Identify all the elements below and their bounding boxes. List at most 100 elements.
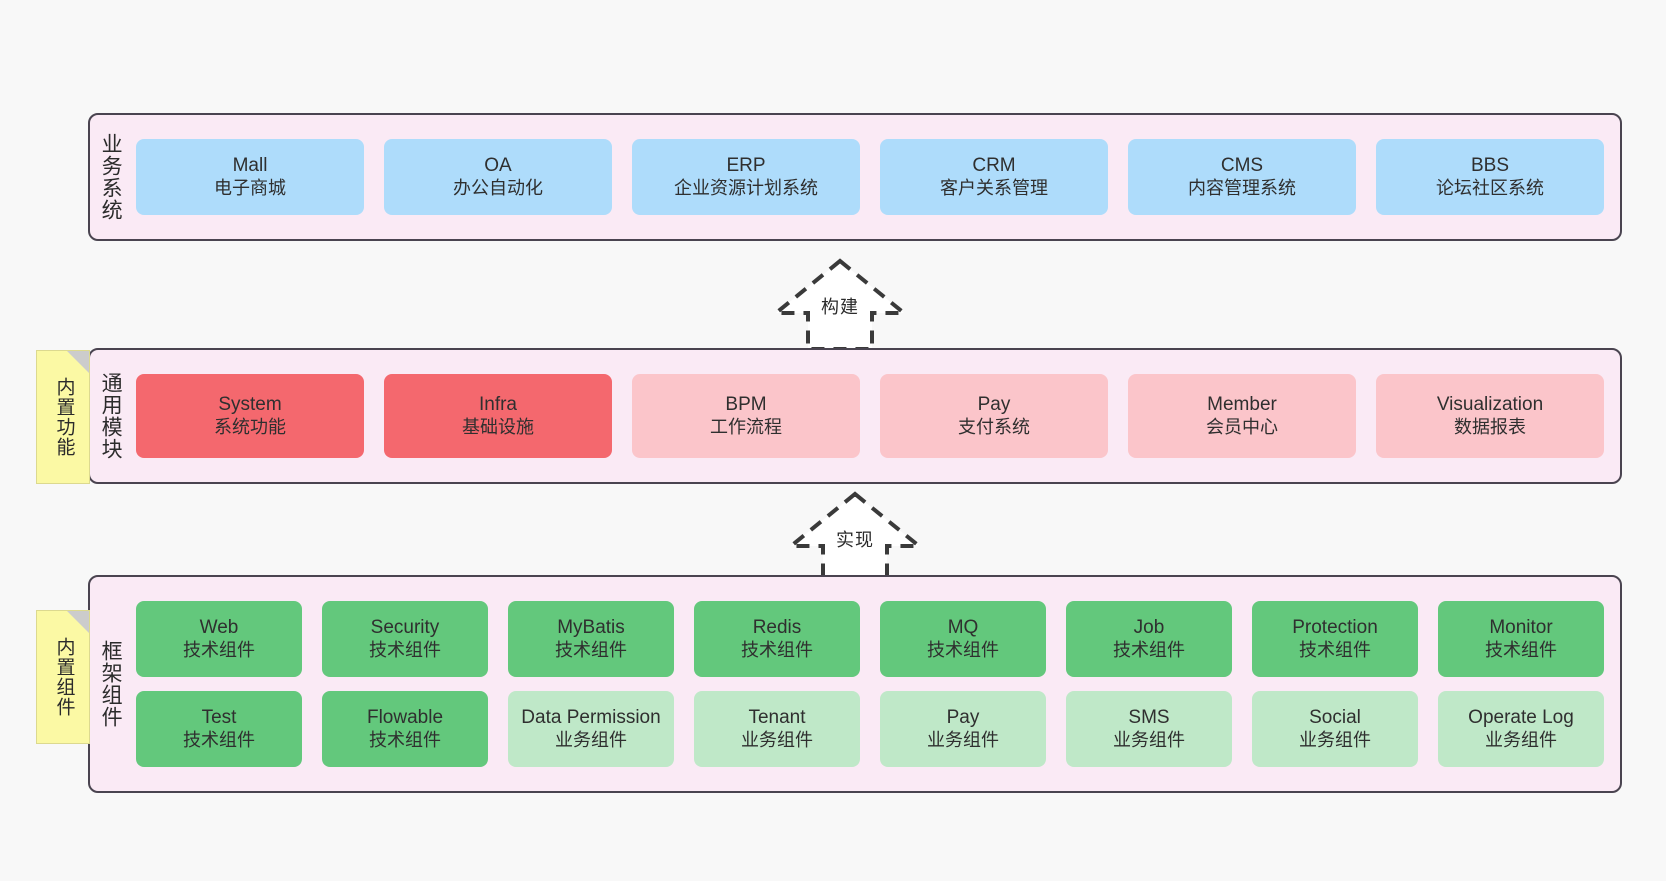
card-title-cn: 业务组件 <box>1299 729 1371 750</box>
card-title-cn: 技术组件 <box>369 729 441 750</box>
card-title-en: ERP <box>726 155 766 177</box>
card-pay[interactable]: Pay 支付系统 <box>880 374 1108 458</box>
card-title-cn: 业务组件 <box>927 729 999 750</box>
card-pay-biz[interactable]: Pay 业务组件 <box>880 691 1046 767</box>
card-title-cn: 内容管理系统 <box>1188 177 1296 198</box>
card-visualization[interactable]: Visualization 数据报表 <box>1376 374 1604 458</box>
card-oa[interactable]: OA 办公自动化 <box>384 139 612 215</box>
card-title-en: Pay <box>977 394 1011 416</box>
card-title-cn: 技术组件 <box>741 639 813 660</box>
arrow-implement-shape <box>785 491 925 584</box>
card-title-cn: 技术组件 <box>183 729 255 750</box>
card-title-cn: 支付系统 <box>958 416 1030 437</box>
card-title-cn: 电子商城 <box>214 177 286 198</box>
card-title-cn: 技术组件 <box>1299 639 1371 660</box>
card-mybatis[interactable]: MyBatis 技术组件 <box>508 601 674 677</box>
layer-body-business-systems: Mall 电子商城 OA 办公自动化 ERP 企业资源计划系统 CRM 客户关系… <box>130 115 1620 239</box>
card-title-cn: 办公自动化 <box>453 177 543 198</box>
card-title-cn: 企业资源计划系统 <box>674 177 818 198</box>
card-title-cn: 技术组件 <box>927 639 999 660</box>
card-job[interactable]: Job 技术组件 <box>1066 601 1232 677</box>
card-bpm[interactable]: BPM 工作流程 <box>632 374 860 458</box>
card-title-cn: 技术组件 <box>183 639 255 660</box>
card-title-cn: 基础设施 <box>462 416 534 437</box>
card-flowable[interactable]: Flowable 技术组件 <box>322 691 488 767</box>
card-system[interactable]: System 系统功能 <box>136 374 364 458</box>
card-mq[interactable]: MQ 技术组件 <box>880 601 1046 677</box>
card-title-cn: 技术组件 <box>1113 639 1185 660</box>
layer-title-framework-components: 框架组件 <box>99 640 123 728</box>
card-bbs[interactable]: BBS 论坛社区系统 <box>1376 139 1604 215</box>
card-operate-log[interactable]: Operate Log 业务组件 <box>1438 691 1604 767</box>
card-test[interactable]: Test 技术组件 <box>136 691 302 767</box>
card-title-cn: 系统功能 <box>214 416 286 437</box>
card-title-en: Infra <box>478 394 518 416</box>
card-row: Mall 电子商城 OA 办公自动化 ERP 企业资源计划系统 CRM 客户关系… <box>136 139 1604 215</box>
card-title-cn: 业务组件 <box>741 729 813 750</box>
card-erp[interactable]: ERP 企业资源计划系统 <box>632 139 860 215</box>
card-crm[interactable]: CRM 客户关系管理 <box>880 139 1108 215</box>
card-title-cn: 论坛社区系统 <box>1436 177 1544 198</box>
card-title-en: CRM <box>972 155 1016 177</box>
card-protection[interactable]: Protection 技术组件 <box>1252 601 1418 677</box>
arrow-implement: 实现 <box>775 488 935 584</box>
card-row: System 系统功能 Infra 基础设施 BPM 工作流程 Pay 支付系统… <box>136 374 1604 458</box>
card-title-en: Job <box>1133 617 1165 639</box>
note-builtin-components: 内置组件 <box>36 610 90 744</box>
layer-common-modules: 通用模块 System 系统功能 Infra 基础设施 BPM 工作流程 Pay… <box>88 348 1622 484</box>
card-title-cn: 数据报表 <box>1454 416 1526 437</box>
card-title-en: Redis <box>752 617 802 639</box>
card-row: Test 技术组件 Flowable 技术组件 Data Permission … <box>136 691 1604 767</box>
card-monitor[interactable]: Monitor 技术组件 <box>1438 601 1604 677</box>
card-title-en: Protection <box>1292 617 1378 639</box>
card-redis[interactable]: Redis 技术组件 <box>694 601 860 677</box>
card-title-en: Mall <box>232 155 268 177</box>
card-security[interactable]: Security 技术组件 <box>322 601 488 677</box>
card-title-en: Visualization <box>1436 394 1544 416</box>
card-title-cn: 业务组件 <box>1485 729 1557 750</box>
arrow-build: 构建 <box>760 255 920 351</box>
layer-business-systems: 业务系统 Mall 电子商城 OA 办公自动化 ERP 企业资源计划系统 CRM… <box>88 113 1622 241</box>
card-member[interactable]: Member 会员中心 <box>1128 374 1356 458</box>
note-label: 内置功能 <box>53 377 75 457</box>
card-title-cn: 技术组件 <box>369 639 441 660</box>
note-label: 内置组件 <box>53 637 75 717</box>
card-title-en: Test <box>201 707 237 729</box>
card-cms[interactable]: CMS 内容管理系统 <box>1128 139 1356 215</box>
card-title-en: System <box>218 394 282 416</box>
card-title-en: OA <box>484 155 512 177</box>
arrow-build-shape <box>770 258 910 351</box>
card-title-en: Operate Log <box>1468 707 1574 729</box>
card-title-en: Data Permission <box>521 707 661 729</box>
card-title-cn: 业务组件 <box>1113 729 1185 750</box>
card-title-en: Web <box>199 617 239 639</box>
card-social[interactable]: Social 业务组件 <box>1252 691 1418 767</box>
card-title-en: BPM <box>725 394 767 416</box>
card-title-en: Security <box>370 617 440 639</box>
card-data-permission[interactable]: Data Permission 业务组件 <box>508 691 674 767</box>
card-title-cn: 会员中心 <box>1206 416 1278 437</box>
card-title-en: Social <box>1309 707 1361 729</box>
card-title-en: Flowable <box>366 707 444 729</box>
card-title-en: Monitor <box>1489 617 1553 639</box>
layer-body-framework-components: Web 技术组件 Security 技术组件 MyBatis 技术组件 Redi… <box>130 577 1620 791</box>
card-infra[interactable]: Infra 基础设施 <box>384 374 612 458</box>
card-title-cn: 客户关系管理 <box>940 177 1048 198</box>
card-title-en: Tenant <box>748 707 806 729</box>
card-title-en: MyBatis <box>557 617 625 639</box>
card-row: Web 技术组件 Security 技术组件 MyBatis 技术组件 Redi… <box>136 601 1604 677</box>
card-title-cn: 业务组件 <box>555 729 627 750</box>
note-builtin-features: 内置功能 <box>36 350 90 484</box>
card-tenant[interactable]: Tenant 业务组件 <box>694 691 860 767</box>
card-sms[interactable]: SMS 业务组件 <box>1066 691 1232 767</box>
card-title-en: SMS <box>1128 707 1170 729</box>
layer-title-business-systems: 业务系统 <box>99 133 123 221</box>
layer-title-common-modules: 通用模块 <box>99 372 123 460</box>
card-mall[interactable]: Mall 电子商城 <box>136 139 364 215</box>
card-title-cn: 技术组件 <box>555 639 627 660</box>
card-web[interactable]: Web 技术组件 <box>136 601 302 677</box>
card-title-en: MQ <box>947 617 979 639</box>
card-title-en: CMS <box>1220 155 1264 177</box>
card-title-en: BBS <box>1470 155 1510 177</box>
